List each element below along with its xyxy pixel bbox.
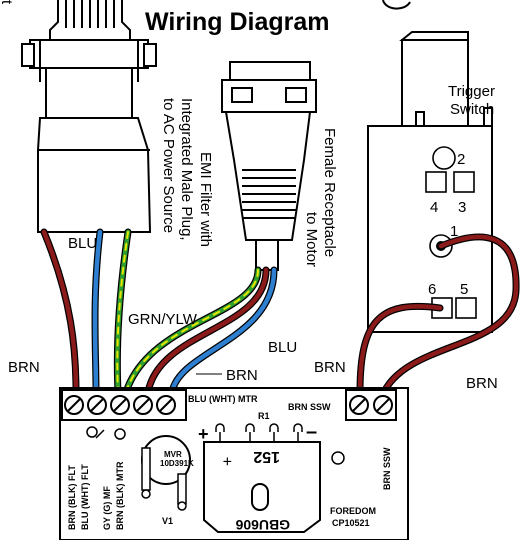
emi-line2: Integrated Male Plug,: [178, 98, 195, 241]
label-blu-top: BLU: [68, 235, 97, 252]
terminal-block-right: [345, 389, 397, 421]
mov-part-number: 10D391K: [160, 459, 194, 468]
rectifier-hole: [251, 483, 269, 511]
top-left-text-fragment: t: [0, 0, 15, 5]
rectifier-minus-sign: –: [306, 421, 317, 443]
receptacle-line1: Female Receptacle: [321, 128, 338, 257]
label-brn-switch-left: BRN: [314, 359, 346, 376]
female-receptacle: [221, 61, 317, 271]
mov-label: MVR: [164, 450, 182, 459]
pin-3: 3: [458, 199, 466, 216]
board-holes: [86, 426, 345, 465]
rectifier-part-number: 152: [253, 448, 280, 465]
rectifier-plus-inner: +: [223, 452, 232, 469]
brand-name: FOREDOM: [330, 506, 376, 516]
wire-brn-emi: [40, 228, 80, 396]
trigger-label-line2: Switch: [450, 101, 494, 118]
label-grn-ylw: GRN/YLW: [128, 311, 198, 328]
bottom-label-gy-mf: GY (G) MF: [102, 486, 112, 530]
receptacle-description: Female Receptacle to Motor: [303, 128, 338, 267]
pin-6: 6: [428, 281, 436, 298]
brand-part-number: CP10521: [332, 518, 370, 528]
rectifier-pins: [215, 423, 303, 442]
rectifier-part-code: GBU606: [235, 517, 290, 533]
pin-1: 1: [450, 223, 458, 240]
receptacle-line2: to Motor: [303, 212, 320, 267]
terminal-block-left: [61, 389, 187, 421]
wires: [40, 228, 520, 396]
diagram-title: Wiring Diagram: [145, 8, 330, 36]
bottom-label-brn-blk-flt: BRN (BLK) FLT: [67, 465, 77, 530]
emi-line3: to AC Power Source: [160, 98, 177, 233]
rectifier-plus-sign: +: [198, 424, 209, 444]
label-brn-left: BRN: [8, 359, 40, 376]
pin-5: 5: [460, 281, 468, 298]
pin-2: 2: [457, 151, 465, 168]
male-plug: [21, 0, 157, 233]
mov-leads: [141, 447, 187, 511]
board-label-brn-ssw-top: BRN SSW: [288, 402, 331, 412]
label-brn-center: BRN: [226, 367, 258, 384]
trigger-label-line1: Trigger: [448, 83, 495, 100]
partial-circle-decoration: [382, 0, 411, 10]
board-label-brn-ssw-side: BRN SSW: [382, 447, 392, 490]
label-brn-switch-right: BRN: [466, 375, 498, 392]
bottom-label-blu-wht-flt: BLU (WHT) FLT: [80, 464, 90, 530]
board-label-blu-mtr: BLU (WHT) MTR: [188, 394, 258, 404]
board-label-r1: R1: [258, 411, 270, 421]
pin-4: 4: [430, 199, 438, 216]
v1-label: V1: [162, 516, 173, 526]
bottom-label-brn-blk-mtr: BRN (BLK) MTR: [115, 461, 125, 530]
emi-line1: EMI Filter with: [197, 152, 214, 247]
emi-filter-description: EMI Filter with Integrated Male Plug, to…: [160, 98, 214, 247]
label-blu-right: BLU: [268, 339, 297, 356]
